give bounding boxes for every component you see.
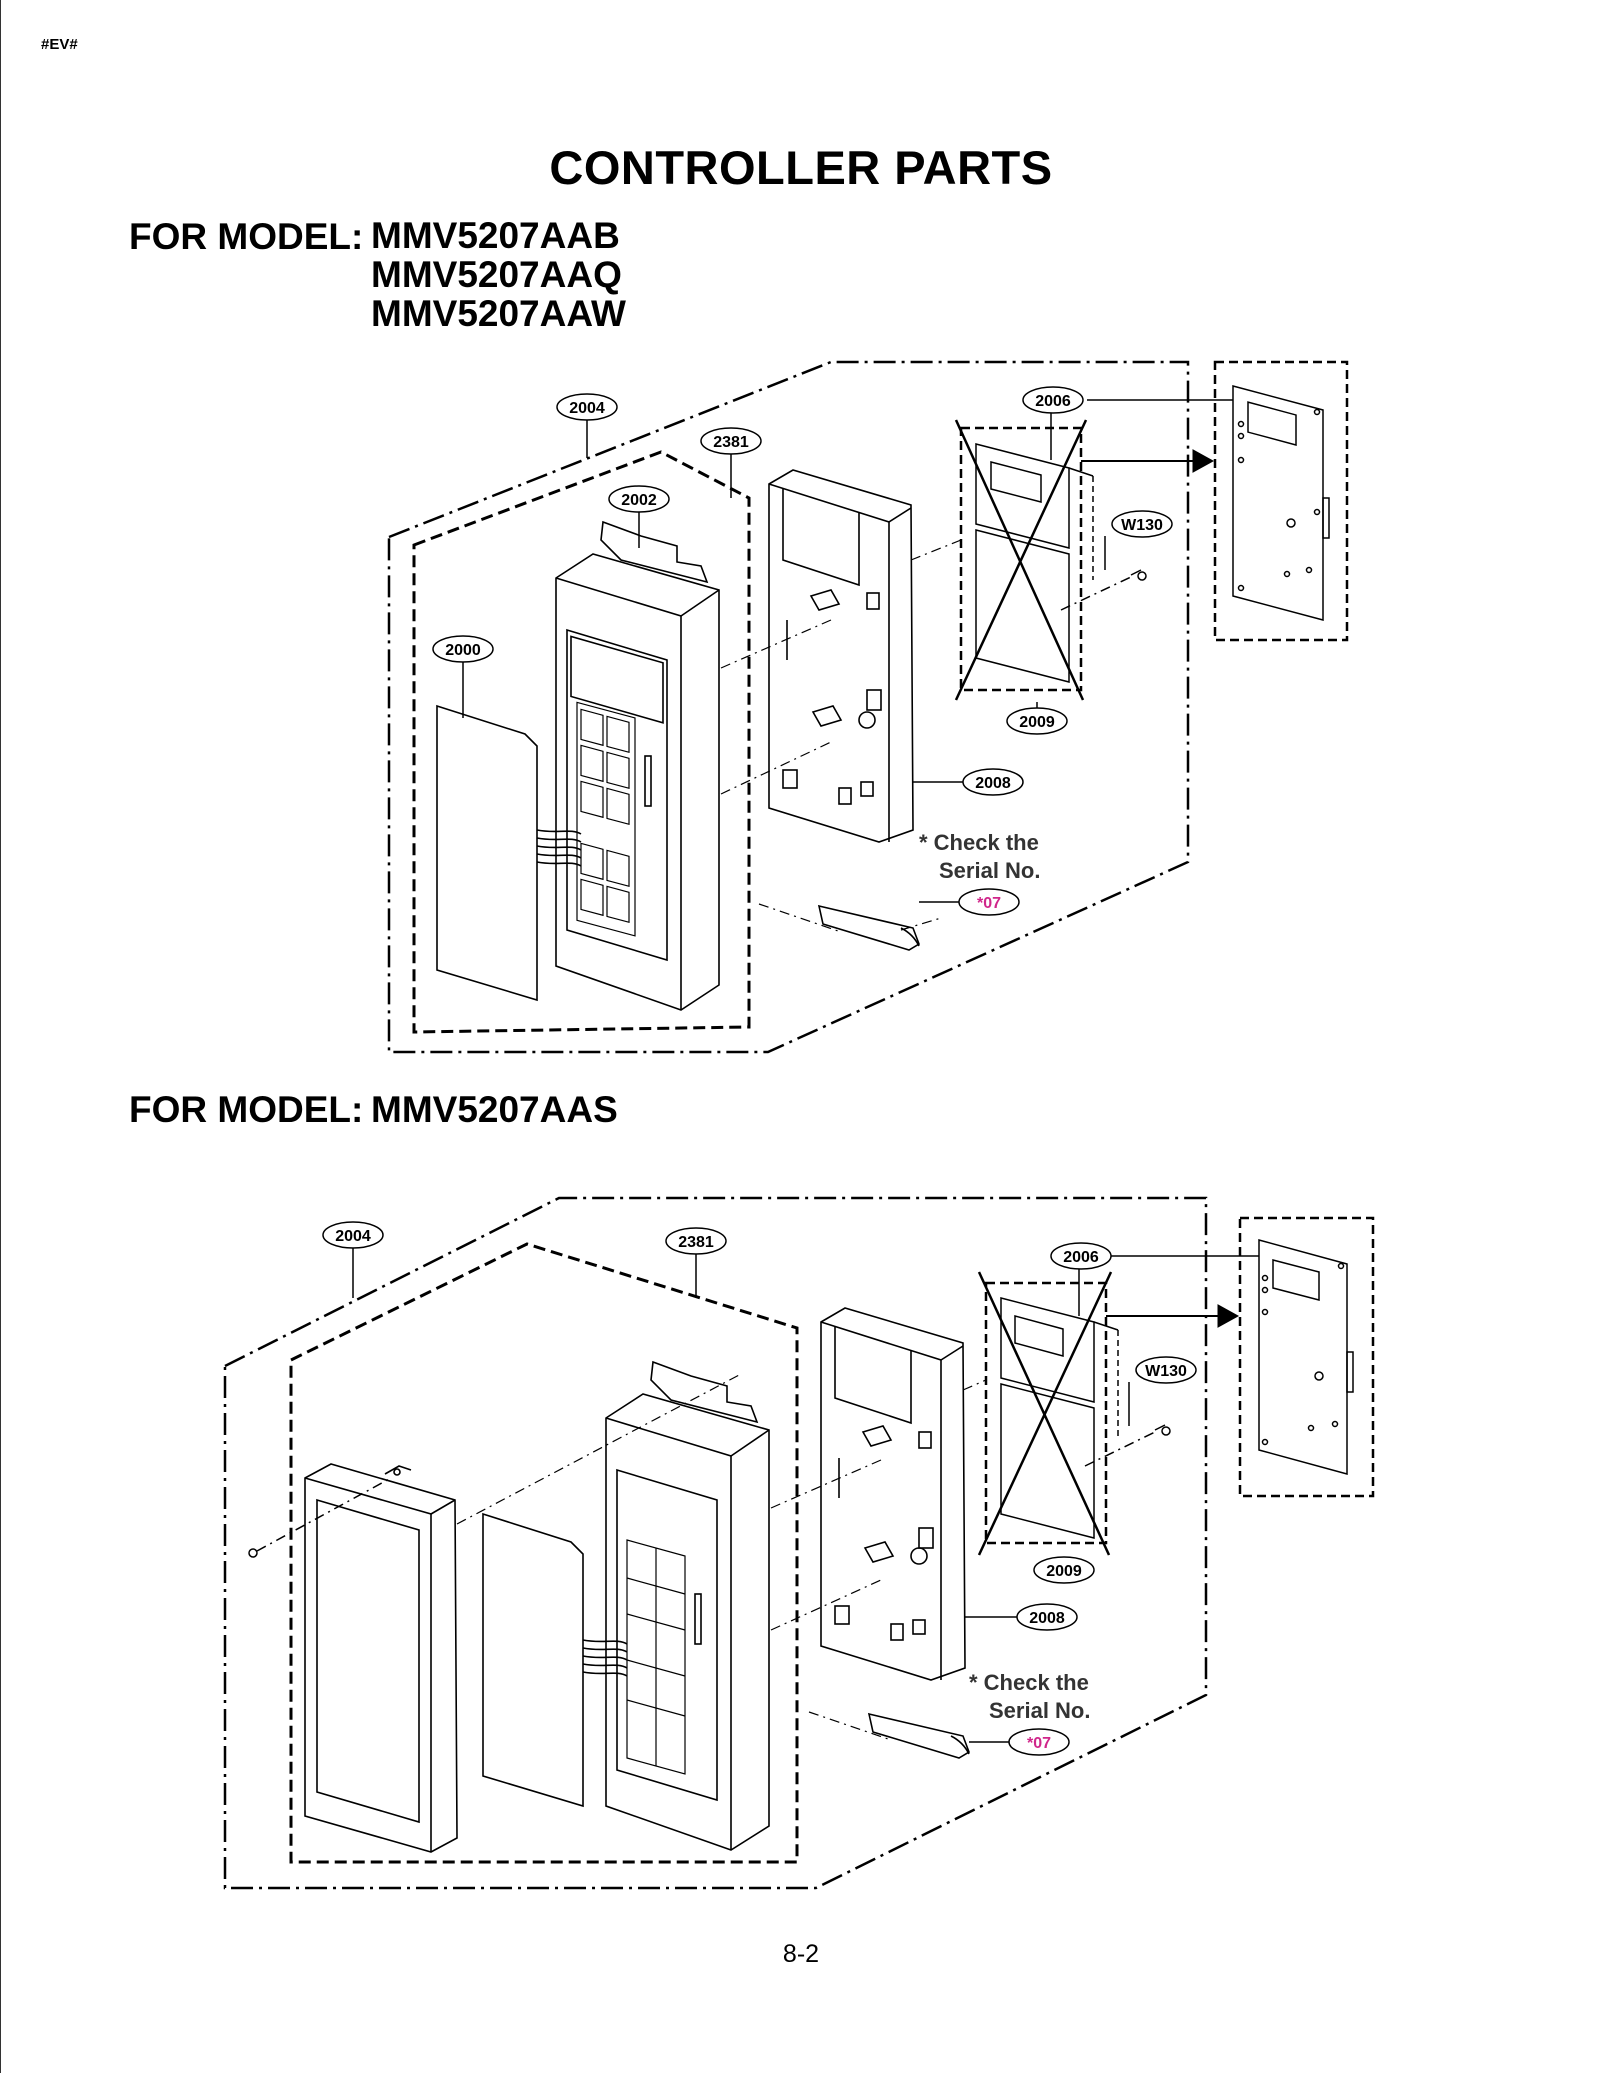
- callout-label: 2381: [678, 1234, 714, 1251]
- model-number: MMV5207AAB: [371, 215, 620, 256]
- screw-icon: [1084, 1424, 1171, 1467]
- cross-out-line: [954, 419, 1085, 701]
- callout-label: 2381: [713, 434, 749, 451]
- assembly-boundary-inner: [289, 1242, 799, 1864]
- serial-note: Serial No.: [989, 1698, 1090, 1723]
- callout-label: 2004: [569, 400, 605, 417]
- callout-label: *07: [1027, 1735, 1051, 1752]
- callout-2002: [608, 485, 670, 513]
- exploded-diagram-2: 2004 2381 2006 W130 2009 2008 *07 * Chec…: [223, 1196, 1375, 1890]
- pcb-detail: [1232, 385, 1330, 621]
- callout-label: 2000: [445, 642, 481, 659]
- old-pcb-box: [984, 1281, 1108, 1545]
- callout-2008: [1016, 1603, 1078, 1631]
- controller-frame: [768, 469, 914, 843]
- old-pcb: [975, 443, 1094, 683]
- cross-out-line: [954, 419, 1088, 701]
- old-pcb: [1000, 1297, 1119, 1539]
- callout-07: [1008, 1728, 1070, 1756]
- keypad: [626, 1539, 686, 1775]
- cross-out-line: [977, 1271, 1113, 1556]
- membrane-sheet: [436, 704, 582, 1002]
- callout-label: 2009: [1019, 714, 1055, 731]
- assembly-boundary-outer: [223, 1196, 1208, 1890]
- serial-note: * Check the: [969, 1670, 1089, 1695]
- callout-w130: [1135, 1356, 1197, 1384]
- section2-model-label: FOR MODEL:: [129, 1089, 364, 1130]
- serial-note: Serial No.: [939, 858, 1040, 883]
- callout-2009: [1033, 1556, 1095, 1584]
- model-number: MMV5207AAQ: [371, 254, 622, 295]
- callout-label: 2009: [1046, 1563, 1082, 1580]
- callout-label: 2008: [975, 775, 1011, 792]
- screw-icon: [1060, 569, 1147, 611]
- callout-label: 2002: [621, 492, 657, 509]
- panel-cover: [304, 1463, 458, 1853]
- callout-label: *07: [977, 895, 1001, 912]
- callout-label: 2006: [1035, 393, 1071, 410]
- callout-w130: [1111, 510, 1173, 538]
- controller-frame: [820, 1307, 966, 1681]
- header-tag: #EV#: [41, 36, 78, 53]
- callout-2000: [432, 635, 494, 663]
- screw-icon: [248, 1477, 392, 1558]
- section1-model-label: FOR MODEL:: [129, 216, 364, 257]
- callout-label: 2006: [1063, 1249, 1099, 1266]
- callout-07: [958, 888, 1020, 916]
- pcb-detail: [1258, 1239, 1354, 1475]
- callout-2004: [322, 1221, 384, 1249]
- pcb-detail-box: [1213, 360, 1349, 642]
- callout-2008: [962, 768, 1024, 796]
- membrane-sheet: [482, 1512, 628, 1808]
- page-number: 8-2: [782, 1940, 820, 1968]
- keypad: [576, 701, 636, 937]
- old-pcb-box: [959, 426, 1083, 692]
- connector-part: [817, 904, 920, 951]
- model-number: MMV5207AAW: [371, 293, 626, 334]
- callout-label: 2004: [335, 1228, 371, 1245]
- pcb-detail-box: [1238, 1216, 1375, 1498]
- arrow-head: [1192, 449, 1215, 473]
- callout-2006: [1022, 386, 1084, 414]
- control-panel: [555, 520, 720, 1011]
- connector-part: [867, 1712, 970, 1759]
- callout-2004: [556, 393, 618, 421]
- callout-2006: [1050, 1242, 1112, 1270]
- callout-2381: [665, 1227, 727, 1255]
- section1-model-list: MMV5207AAB MMV5207AAQ MMV5207AAW: [371, 216, 626, 333]
- callout-label: 2008: [1029, 1610, 1065, 1627]
- exploded-diagram-1: 2004 2381 2002 2000 2006 W130 2009 2008 …: [387, 360, 1349, 1054]
- assembly-boundary-inner: [412, 450, 751, 1034]
- control-panel: [605, 1360, 770, 1851]
- callout-2009: [1006, 707, 1068, 735]
- serial-note: * Check the: [919, 830, 1039, 855]
- callout-label: W130: [1121, 517, 1163, 534]
- model-number: MMV5207AAS: [371, 1089, 618, 1130]
- callout-label: W130: [1145, 1363, 1187, 1380]
- page-title: CONTROLLER PARTS: [549, 141, 1053, 194]
- arrow-head: [1217, 1304, 1240, 1328]
- assembly-boundary-outer: [387, 360, 1190, 1054]
- callout-2381: [700, 427, 762, 455]
